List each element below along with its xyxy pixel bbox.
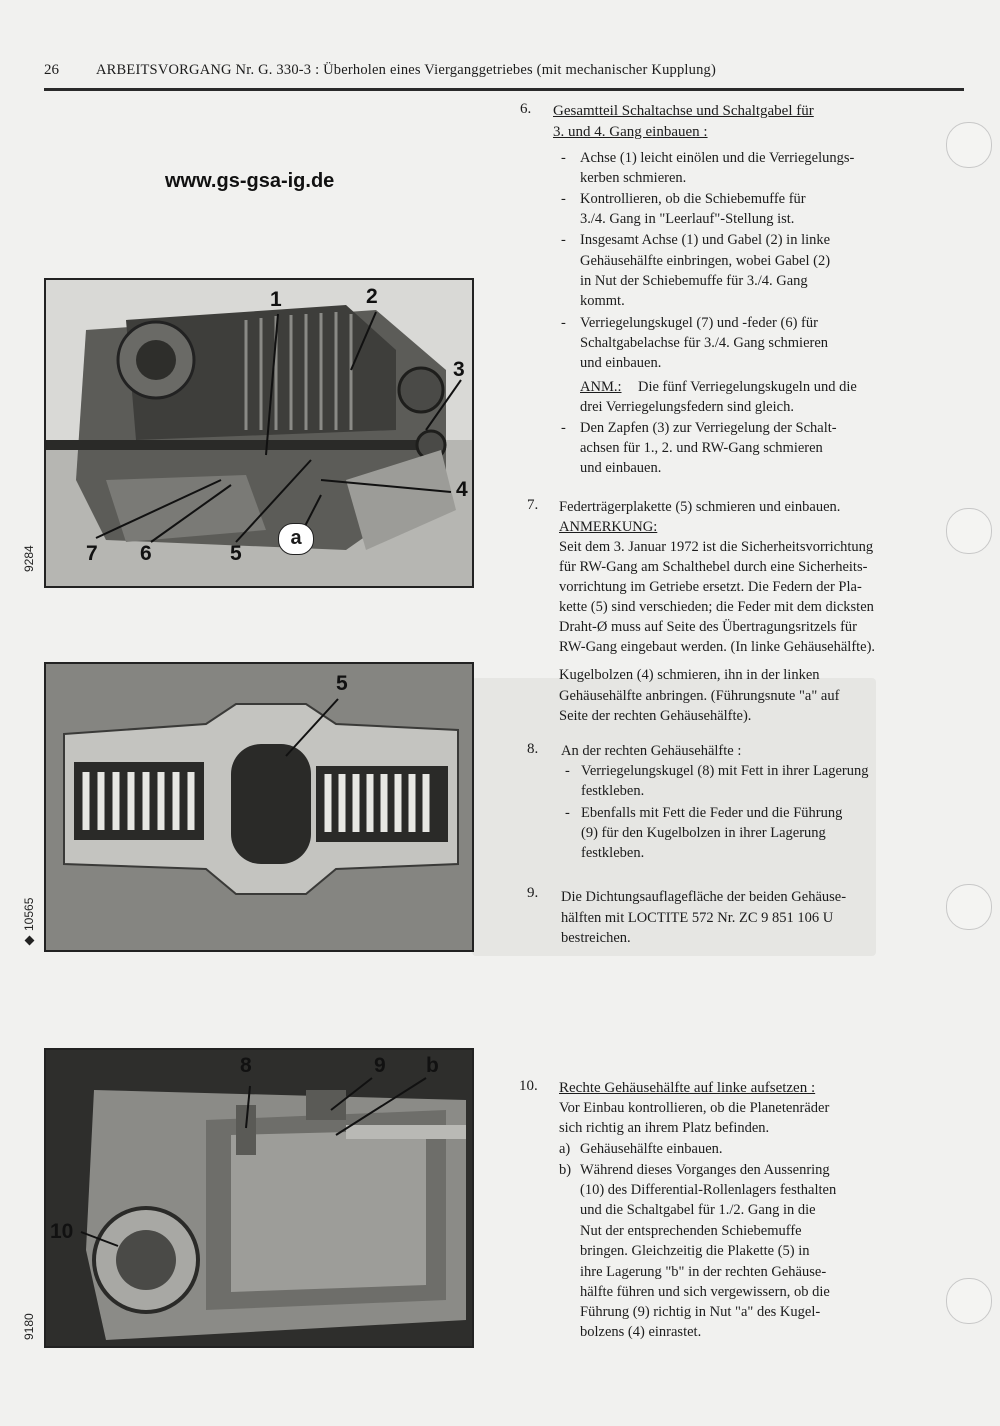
diamond-marker [24, 935, 35, 946]
callout-5-plate: 5 [336, 672, 348, 695]
dash: - [561, 315, 566, 331]
binder-hole [946, 508, 992, 554]
step-6-b4-l1: Verriegelungskugel (7) und -feder (6) fü… [580, 315, 818, 331]
callout-9: 9 [374, 1054, 386, 1077]
dash: - [565, 805, 570, 821]
step-8-b1-l1: Verriegelungskugel (8) mit Fett in ihrer… [581, 763, 869, 779]
step-7-note-l3: vorrichtung im Getriebe ersetzt. Die Fed… [559, 579, 862, 595]
step-10-b-l6: ihre Lagerung "b" in der rechten Gehäuse… [580, 1264, 827, 1280]
callout-a: a [278, 523, 314, 555]
step-8-number: 8. [527, 741, 539, 757]
step-10-a-label: a) [559, 1141, 571, 1157]
step-7-note-l5: Draht-Ø muss auf Seite des Übertragungsr… [559, 619, 857, 635]
step-6-title-line1: Gesamtteil Schaltachse und Schaltgabel f… [553, 103, 814, 119]
figure-code-text: 10565 [22, 897, 36, 931]
step-6-b5-l3: und einbauen. [580, 460, 662, 476]
step-6-b4-l2: Schaltgabelachse für 3./4. Gang schmiere… [580, 335, 829, 351]
step-6-b1-l1: Achse (1) leicht einölen und die Verrieg… [580, 150, 855, 166]
step-6-b3-l2: Gehäusehälfte einbringen, wobei Gabel (2… [580, 253, 831, 269]
figure-code-9284: 9284 [22, 545, 36, 572]
callout-3: 3 [453, 358, 465, 381]
step-6-anm-l2: drei Verriegelungsfedern sind gleich. [580, 399, 794, 415]
binder-hole [946, 122, 992, 168]
dash: - [561, 150, 566, 166]
step-6-b2-l2: 3./4. Gang in "Leerlauf"-Stellung ist. [580, 211, 795, 227]
step-9-number: 9. [527, 885, 539, 901]
step-9-l3: bestreichen. [561, 930, 631, 946]
callout-b: b [426, 1054, 439, 1077]
step-7-anm-label: ANMERKUNG: [559, 519, 658, 535]
step-8-b2-l1: Ebenfalls mit Fett die Feder und die Füh… [581, 805, 843, 821]
step-7-note-l4: kette (5) sind verschieden; die Feder mi… [559, 599, 874, 615]
callout-7: 7 [86, 542, 98, 565]
step-10-b-l9: bolzens (4) einrastet. [580, 1324, 702, 1340]
callout-6: 6 [140, 542, 152, 565]
callout-5: 5 [230, 542, 242, 565]
step-6-title-line2: 3. und 4. Gang einbauen : [553, 124, 708, 140]
step-6-anm-label: ANM.: [580, 379, 622, 395]
figure-code-9180: 9180 [22, 1313, 36, 1340]
step-10-b-l7: hälfte führen und sich vergewissern, ob … [580, 1284, 830, 1300]
dash: - [561, 232, 566, 248]
housing-photo [46, 1050, 472, 1346]
step-10-b-l1: Während dieses Vorganges den Aussenring [580, 1162, 830, 1178]
step-9-l1: Die Dichtungsauflagefläche der beiden Ge… [561, 889, 847, 905]
step-7-para-l2: Gehäusehälfte anbringen. (Führungsnute "… [559, 688, 840, 704]
binder-hole [946, 1278, 992, 1324]
step-10-b-l8: Führung (9) richtig in Nut "a" des Kugel… [580, 1304, 821, 1320]
step-7-para-l3: Seite der rechten Gehäusehälfte). [559, 708, 752, 724]
callout-4: 4 [456, 478, 468, 501]
step-10-b-label: b) [559, 1162, 572, 1178]
callout-10: 10 [50, 1220, 74, 1243]
callout-2: 2 [366, 285, 378, 308]
step-10-b-l3: und die Schaltgabel für 1./2. Gang in di… [580, 1202, 816, 1218]
step-8-b2-l3: festkleben. [581, 845, 645, 861]
figure-gearbox-assembly: 1 2 3 4 5 6 7 a [44, 278, 474, 588]
step-10-b-l4: Nut der entsprechenden Schiebemuffe [580, 1223, 802, 1239]
step-10-intro-l2: sich richtig an ihrem Platz befinden. [559, 1120, 770, 1136]
step-8-b2-l2: (9) für den Kugelbolzen in ihrer Lagerun… [581, 825, 826, 841]
page-number: 26 [44, 62, 59, 78]
step-7-note-l2: für RW-Gang am Schalthebel durch eine Si… [559, 559, 868, 575]
callout-1: 1 [270, 288, 282, 311]
dash: - [565, 763, 570, 779]
spring-plate-photo [46, 664, 472, 950]
website-watermark: www.gs-gsa-ig.de [165, 170, 335, 192]
step-7-title: Federträgerplakette (5) schmieren und ei… [559, 499, 841, 515]
step-7-number: 7. [527, 497, 539, 513]
step-6-b5-l2: achsen für 1., 2. und RW-Gang schmieren [580, 440, 823, 456]
step-6-number: 6. [520, 101, 532, 117]
step-6-b1-l2: kerben schmieren. [580, 170, 687, 186]
step-6-b2-l1: Kontrollieren, ob die Schiebemuffe für [580, 191, 806, 207]
step-7-para-l1: Kugelbolzen (4) schmieren, ihn in der li… [559, 667, 820, 683]
step-8-title: An der rechten Gehäusehälfte : [561, 743, 742, 759]
step-6-b3-l4: kommt. [580, 293, 625, 309]
step-10-title: Rechte Gehäusehälfte auf linke aufsetzen… [559, 1080, 816, 1096]
step-6-b4-l3: und einbauen. [580, 355, 662, 371]
header-rule [44, 88, 964, 91]
step-8-b1-l2: festkleben. [581, 783, 645, 799]
step-10-a: Gehäusehälfte einbauen. [580, 1141, 723, 1157]
step-10-number: 10. [519, 1078, 538, 1094]
show-through-patch [472, 678, 876, 956]
callout-8: 8 [240, 1054, 252, 1077]
binder-hole [946, 884, 992, 930]
gearbox-photo [46, 280, 472, 586]
step-6-b3-l3: in Nut der Schiebemuffe für 3./4. Gang [580, 273, 808, 289]
step-10-b-l2: (10) des Differential-Rollenlagers festh… [580, 1182, 837, 1198]
step-9-l2: hälften mit LOCTITE 572 Nr. ZC 9 851 106… [561, 910, 834, 926]
figure-right-housing: 8 9 b 10 [44, 1048, 474, 1348]
step-7-note-l1: Seit dem 3. Januar 1972 ist die Sicherhe… [559, 539, 874, 555]
step-6-b3-l1: Insgesamt Achse (1) und Gabel (2) in lin… [580, 232, 831, 248]
step-6-anm-l1: Die fünf Verriegelungskugeln und die [638, 379, 857, 395]
dash: - [561, 191, 566, 207]
figure-code-10565: 10565 [22, 897, 36, 946]
dash: - [561, 420, 566, 436]
page-header-title: ARBEITSVORGANG Nr. G. 330-3 : Überholen … [96, 62, 717, 78]
step-7-note-l6: RW-Gang eingebaut werden. (In linke Gehä… [559, 639, 876, 655]
step-6-b5-l1: Den Zapfen (3) zur Verriegelung der Scha… [580, 420, 837, 436]
step-10-intro-l1: Vor Einbau kontrollieren, ob die Planete… [559, 1100, 830, 1116]
figure-spring-plate: 5 [44, 662, 474, 952]
step-10-b-l5: bringen. Gleichzeitig die Plakette (5) i… [580, 1243, 810, 1259]
